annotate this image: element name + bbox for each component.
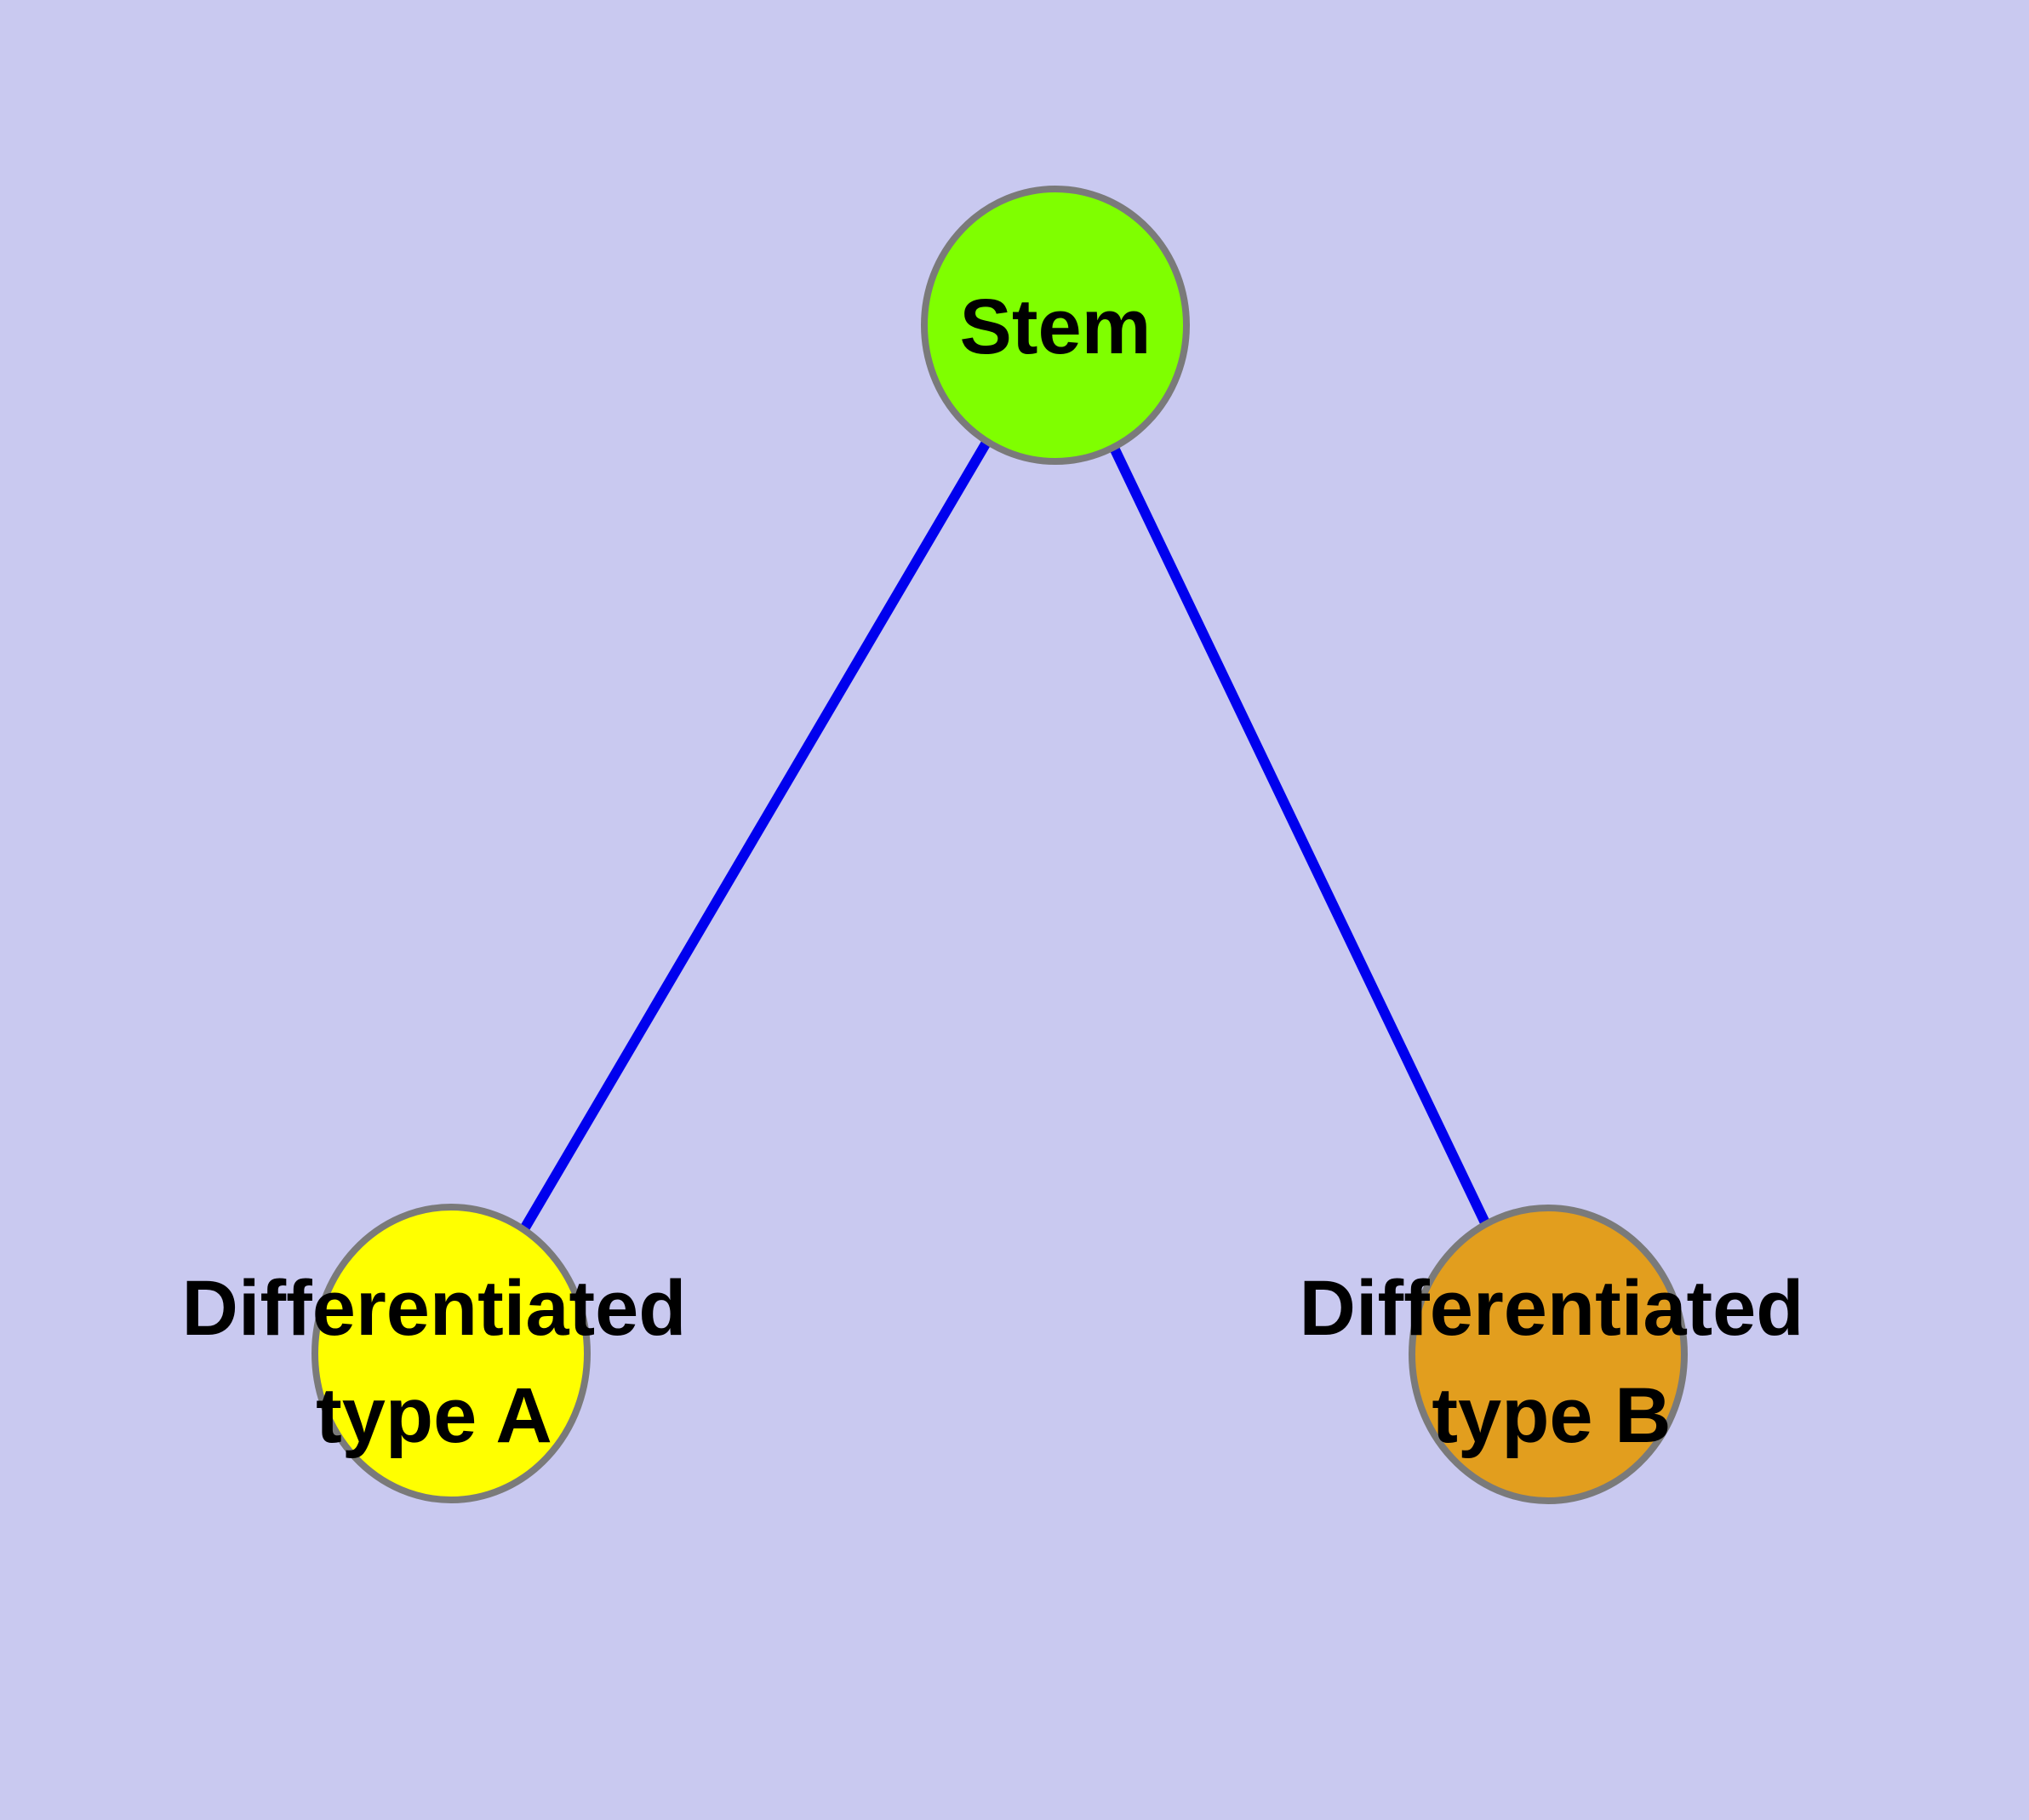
edge-stem-to-type-a bbox=[446, 322, 1060, 1357]
node-stem-circle bbox=[921, 186, 1190, 465]
node-type-b-label-line2: type B bbox=[1432, 1372, 1671, 1459]
node-type-a-label-line2: type A bbox=[316, 1372, 552, 1459]
node-type-b-circle bbox=[1409, 1205, 1688, 1504]
node-differentiated-type-b: Differentiated type B bbox=[1300, 1205, 1804, 1504]
node-type-a-label-line1: Differentiated bbox=[182, 1265, 687, 1352]
node-stem-label: Stem bbox=[960, 283, 1152, 370]
node-type-b-label-line1: Differentiated bbox=[1300, 1265, 1804, 1352]
edge-stem-to-type-b bbox=[1050, 323, 1553, 1357]
node-type-a-circle bbox=[311, 1204, 591, 1503]
node-differentiated-type-a: Differentiated type A bbox=[182, 1204, 687, 1503]
node-stem: Stem bbox=[921, 186, 1190, 465]
